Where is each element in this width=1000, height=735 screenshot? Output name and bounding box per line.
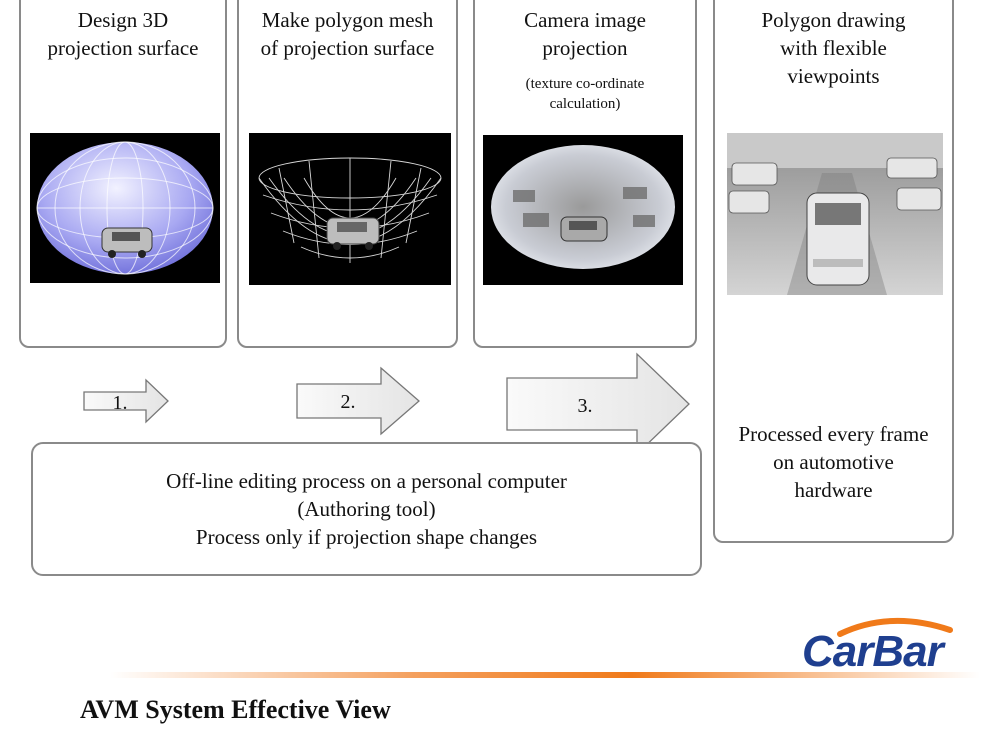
van-icon [101,227,153,258]
offline-process-box: Off-line editing process on a personal c… [31,442,702,576]
viewpoint-render-image [727,133,943,295]
panel-title: Design 3D projection surface [47,8,199,60]
step-panel-polygon-drawing: Polygon drawing with flexible viewpoints… [713,0,954,543]
footer-divider-bar [110,672,980,678]
step-arrow-1 [83,378,169,424]
step-panel-camera-projection: Camera image projection (texture co-ordi… [473,0,697,348]
van-icon [806,192,870,286]
van-icon [326,217,380,250]
page-title: AVM System Effective View [80,695,391,724]
panel-subtitle: (texture co-ordinate calculation) [525,76,645,112]
step-arrow-3 [506,352,690,456]
step-panel-design-surface: Design 3D projection surface [19,0,227,348]
panel-title: Polygon drawing with flexible viewpoints [761,8,906,88]
carbar-logo: CarBar [802,617,953,672]
svg-text:CarBar: CarBar [802,627,947,672]
processed-every-frame-text: Processed every frame on automotive hard… [738,422,929,502]
step-arrow-2 [296,366,420,436]
offline-line-2: (Authoring tool) [297,497,436,521]
polygon-mesh-image [249,133,451,285]
panel-title: Make polygon mesh of projection surface [260,8,435,60]
step-arrow-1-label: 1. [112,392,128,414]
offline-line-1: Off-line editing process on a personal c… [166,469,567,493]
step-arrow-2-label: 2. [340,391,356,413]
camera-projection-image [483,135,683,285]
3d-projection-surface-image [30,133,220,283]
step-panel-polygon-mesh: Make polygon mesh of projection surface [237,0,458,348]
offline-line-3: Process only if projection shape changes [195,525,538,549]
panel-title: Camera image projection [524,8,646,60]
van-icon [560,216,608,242]
step-arrow-3-label: 3. [577,395,593,417]
